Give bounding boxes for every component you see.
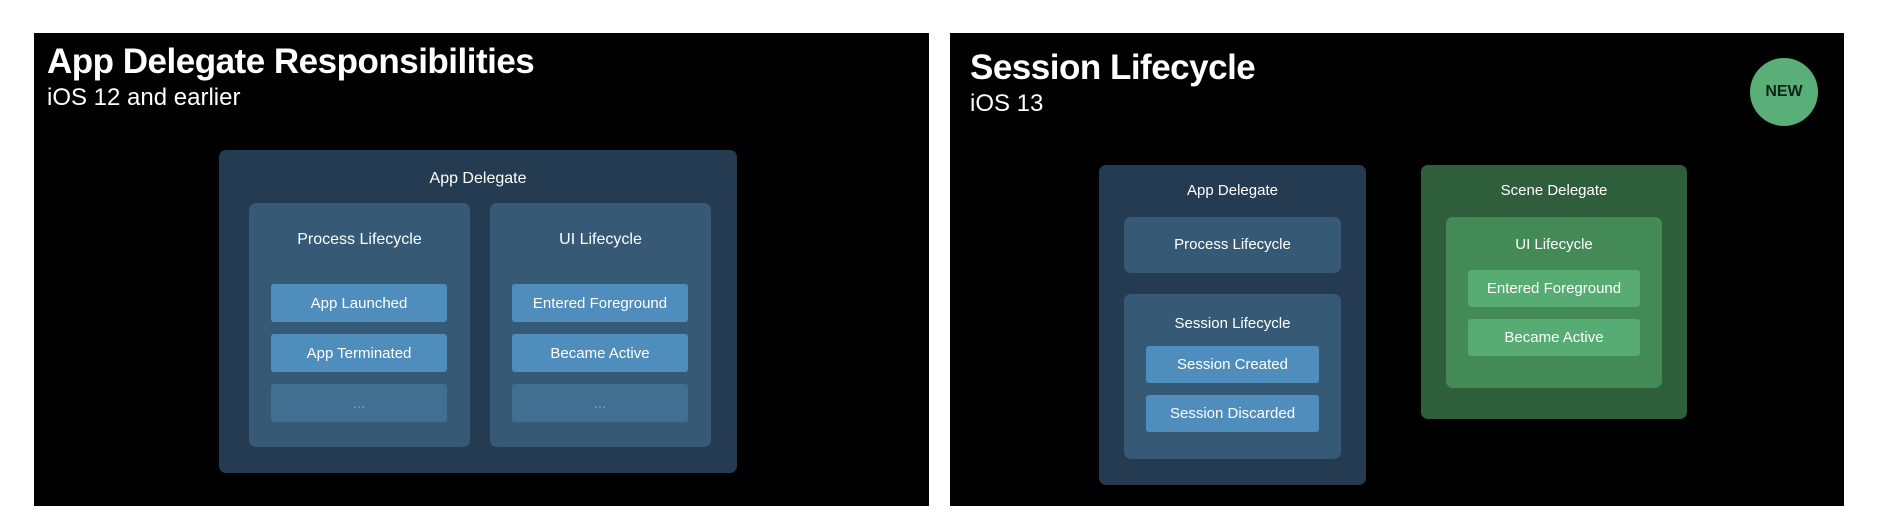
right-slide-subtitle: iOS 13 — [970, 90, 1044, 117]
session-lifecycle-box: Session Lifecycle Session Created Sessio… — [1124, 294, 1341, 459]
right-slide-title: Session Lifecycle — [970, 48, 1256, 87]
right-slide: Session Lifecycle iOS 13 NEW App Delegat… — [950, 33, 1844, 506]
left-slide-subtitle: iOS 12 and earlier — [47, 84, 241, 111]
session-discarded-item: Session Discarded — [1146, 395, 1319, 432]
app-delegate-label: App Delegate — [1187, 182, 1278, 199]
session-created-item: Session Created — [1146, 346, 1319, 383]
app-delegate-container: App Delegate Process Lifecycle App Launc… — [219, 150, 737, 473]
left-slide-title: App Delegate Responsibilities — [47, 42, 535, 81]
app-delegate-container: App Delegate Process Lifecycle Session L… — [1099, 165, 1366, 485]
session-lifecycle-label: Session Lifecycle — [1174, 315, 1291, 332]
app-delegate-label: App Delegate — [429, 170, 527, 187]
ui-lifecycle-box: UI Lifecycle Entered Foreground Became A… — [1446, 217, 1662, 388]
process-lifecycle-box: Process Lifecycle — [1124, 217, 1341, 273]
ui-lifecycle-label: UI Lifecycle — [1515, 236, 1593, 253]
more-ui-events-item: ... — [512, 384, 688, 422]
entered-foreground-item: Entered Foreground — [1468, 270, 1640, 307]
ui-lifecycle-label: UI Lifecycle — [559, 231, 642, 248]
scene-delegate-container: Scene Delegate UI Lifecycle Entered Fore… — [1421, 165, 1687, 419]
ui-lifecycle-box: UI Lifecycle Entered Foreground Became A… — [490, 203, 711, 447]
process-lifecycle-label: Process Lifecycle — [297, 231, 422, 248]
app-terminated-item: App Terminated — [271, 334, 447, 372]
new-badge: NEW — [1750, 58, 1818, 126]
more-process-events-item: ... — [271, 384, 447, 422]
became-active-item: Became Active — [1468, 319, 1640, 356]
entered-foreground-item: Entered Foreground — [512, 284, 688, 322]
app-launched-item: App Launched — [271, 284, 447, 322]
process-lifecycle-label: Process Lifecycle — [1174, 236, 1291, 253]
process-lifecycle-box: Process Lifecycle App Launched App Termi… — [249, 203, 470, 447]
scene-delegate-label: Scene Delegate — [1500, 182, 1608, 199]
became-active-item: Became Active — [512, 334, 688, 372]
left-slide: App Delegate Responsibilities iOS 12 and… — [34, 33, 929, 506]
